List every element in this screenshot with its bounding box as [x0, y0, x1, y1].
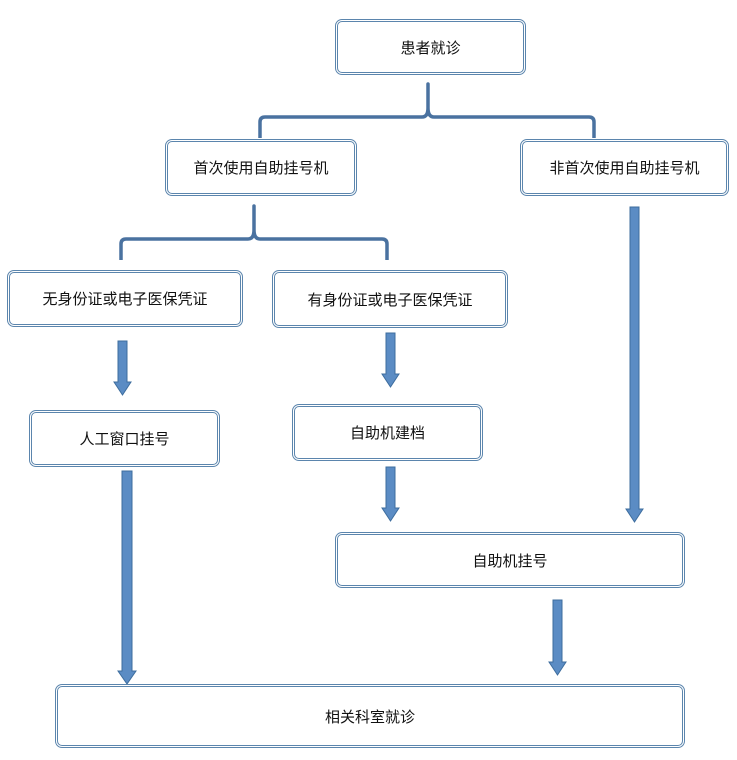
arrow-nonfirst-to-registration	[625, 206, 644, 523]
arrow-has-id-to-file	[381, 332, 400, 388]
node-first-time-kiosk: 首次使用自助挂号机	[165, 139, 357, 196]
node-no-id-card-label: 无身份证或电子医保凭证	[42, 290, 208, 308]
node-has-id-card-label: 有身份证或电子医保凭证	[307, 290, 473, 309]
bracket-top	[258, 82, 596, 138]
node-no-id-card: 无身份证或电子医保凭证	[7, 270, 243, 327]
node-department-visit: 相关科室就诊	[55, 684, 685, 748]
node-manual-window: 人工窗口挂号	[29, 410, 220, 467]
arrow-file-to-registration	[381, 466, 400, 522]
node-non-first-time-kiosk-label: 非首次使用自助挂号机	[549, 159, 700, 177]
bracket-middle	[119, 204, 389, 260]
node-department-visit-label: 相关科室就诊	[324, 707, 415, 726]
arrow-no-id-to-manual	[113, 340, 132, 396]
node-manual-window-label: 人工窗口挂号	[79, 430, 170, 448]
node-first-time-kiosk-label: 首次使用自助挂号机	[193, 159, 329, 177]
node-has-id-card: 有身份证或电子医保凭证	[272, 270, 508, 328]
node-patient-visit: 患者就诊	[335, 19, 526, 75]
node-kiosk-registration: 自助机挂号	[335, 532, 685, 588]
arrow-manual-to-department	[117, 470, 137, 685]
node-patient-visit-label: 患者就诊	[400, 38, 461, 57]
node-non-first-time-kiosk: 非首次使用自助挂号机	[520, 139, 729, 196]
node-kiosk-register-file-label: 自助机建档	[349, 424, 425, 442]
node-kiosk-register-file: 自助机建档	[292, 404, 483, 461]
node-kiosk-registration-label: 自助机挂号	[472, 551, 548, 570]
arrow-registration-to-department	[548, 599, 567, 676]
